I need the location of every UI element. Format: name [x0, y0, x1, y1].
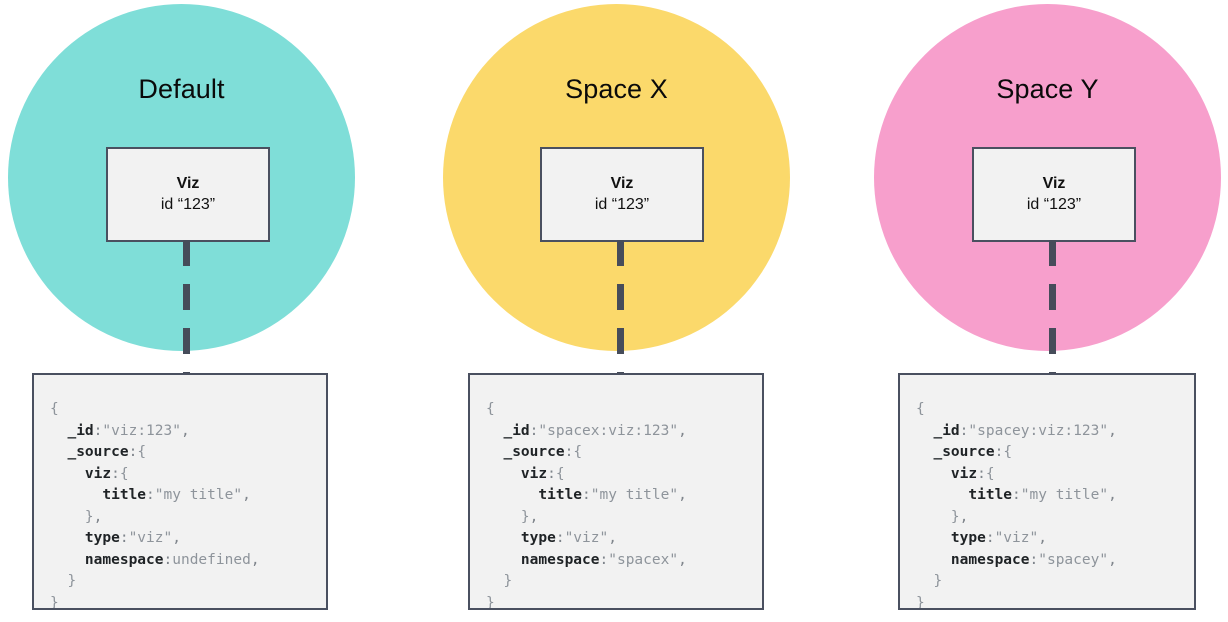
viz-node-spacey[interactable]: Viz id “123” [972, 147, 1136, 242]
code-body-spacex: { _id:"spacex:viz:123", _source:{ viz:{ … [470, 375, 762, 610]
space-label-default: Default [138, 74, 225, 104]
code-body-spacey: { _id:"spacey:viz:123", _source:{ viz:{ … [900, 375, 1194, 610]
code-line: }, [84, 508, 103, 525]
code-line: _id:"spacex:viz:123", [503, 422, 687, 439]
code-line: type:"viz", [950, 530, 1047, 546]
viz-node-default[interactable]: Viz id “123” [106, 147, 270, 242]
code-panel-default: { _id:"viz:123", _source:{ viz:{ title:"… [32, 373, 328, 610]
diagram-column-spacey: Space Y Viz id “123” { _id:"spacey:viz:1… [860, 0, 1228, 622]
code-body-default: { _id:"viz:123", _source:{ viz:{ title:"… [34, 375, 326, 610]
code-line: namespace:"spacex", [520, 551, 687, 568]
code-line: _source:{ [503, 444, 583, 460]
diagram-column-default: Default Viz id “123” { _id:"viz:123", _s… [0, 0, 400, 622]
viz-node-subtitle: id “123” [1026, 195, 1082, 213]
code-line: } [916, 594, 925, 610]
space-label-spacex: Space X [565, 74, 668, 104]
viz-node-spacex[interactable]: Viz id “123” [540, 147, 704, 242]
viz-node-title: Viz [176, 174, 200, 192]
code-line: title:"my title", [968, 487, 1117, 503]
code-line: namespace:undefined, [84, 551, 260, 568]
code-line: title:"my title", [102, 487, 251, 503]
code-line: type:"viz", [84, 530, 181, 546]
code-line: } [486, 594, 495, 610]
code-panel-spacey: { _id:"spacey:viz:123", _source:{ viz:{ … [898, 373, 1196, 610]
space-label-spacey: Space Y [996, 74, 1099, 104]
code-line: _id:"spacey:viz:123", [933, 422, 1117, 439]
code-line: } [933, 573, 943, 589]
code-line: { [916, 401, 925, 417]
code-line: { [486, 401, 495, 417]
dashed-connector-spacex [617, 240, 624, 373]
diagram-column-spacex: Space X Viz id “123” { _id:"spacex:viz:1… [430, 0, 830, 622]
code-line: } [503, 573, 513, 589]
code-line: viz:{ [950, 465, 995, 482]
code-line: namespace:"spacey", [950, 551, 1117, 568]
viz-node-title: Viz [1042, 174, 1066, 192]
dashed-connector-default [183, 240, 190, 373]
code-line: } [50, 594, 59, 610]
code-line: viz:{ [84, 465, 129, 482]
code-line: _id:"viz:123", [67, 422, 190, 439]
space-circle-spacex: Space X [443, 4, 790, 351]
viz-node-subtitle: id “123” [160, 195, 216, 213]
code-line: } [67, 573, 77, 589]
code-line: _source:{ [67, 444, 147, 460]
dashed-connector-spacey [1049, 240, 1056, 373]
code-line: viz:{ [520, 465, 565, 482]
viz-node-subtitle: id “123” [594, 195, 650, 213]
code-line: }, [520, 508, 539, 525]
code-line: title:"my title", [538, 487, 687, 503]
code-line: type:"viz", [520, 530, 617, 546]
code-line: { [50, 401, 59, 417]
code-line: _source:{ [933, 444, 1013, 460]
code-panel-spacex: { _id:"spacex:viz:123", _source:{ viz:{ … [468, 373, 764, 610]
viz-node-title: Viz [610, 174, 634, 192]
code-line: }, [950, 508, 969, 525]
